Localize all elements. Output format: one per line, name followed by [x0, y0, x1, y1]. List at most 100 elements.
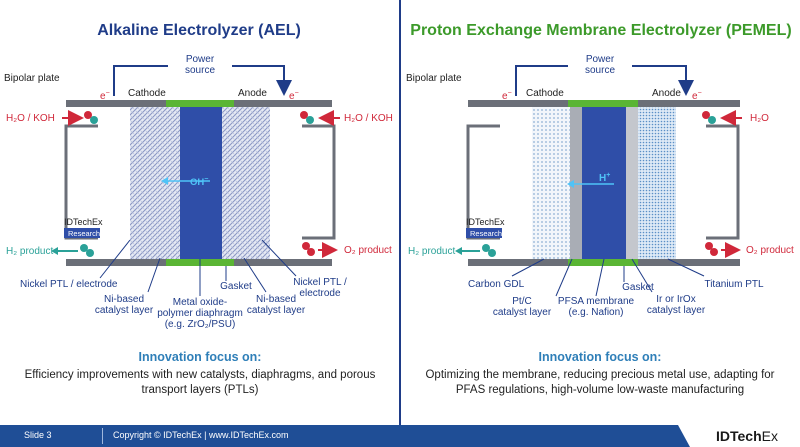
panel-divider — [399, 0, 401, 425]
pemel-ptc-label-2: catalyst layer — [493, 307, 552, 318]
pemel-o2-product-label: O₂ product — [746, 245, 794, 256]
ael-diaphragm-label-1: Metal oxide- — [173, 297, 227, 308]
footer: Slide 3 Copyright © IDTechEx | www.IDTec… — [0, 425, 800, 447]
pemel-electron-left: e− — [502, 90, 512, 102]
ael-nickel-ptl-left-label: Nickel PTL / electrode — [20, 279, 118, 290]
pemel-leader-ptc — [555, 258, 573, 297]
pemel-anode-label: Anode — [652, 88, 681, 99]
ael-power-wire-right — [232, 65, 292, 96]
slide-number: Slide 3 — [24, 430, 52, 440]
pemel-leader-gdl — [511, 258, 545, 277]
ael-cathode-label: Cathode — [128, 88, 166, 99]
pemel-title: Proton Exchange Membrane Electrolyzer (P… — [410, 22, 792, 39]
diagram-canvas: Power source e− e− Bipolar plate Cathode… — [4, 54, 794, 330]
pemel-inlet-label: H₂O — [750, 113, 769, 124]
pemel-idtechex-logo: IDTechEx — [466, 217, 505, 227]
ael-electron-left: e− — [100, 90, 110, 102]
ael-bipolar-plate-label: Bipolar plate — [4, 73, 60, 84]
pemel-titanium-ptl — [638, 107, 676, 259]
pemel-gasket-label: Gasket — [622, 282, 654, 293]
ael-catalyst-right-label-1: Ni-based — [256, 294, 296, 305]
pemel-leader-irox — [631, 258, 653, 293]
ael-focus-heading: Innovation focus on: — [138, 350, 262, 364]
pemel-power-source-label-1: Power — [586, 54, 615, 65]
ael-leader-nickel-left — [99, 239, 131, 279]
ael-o2-molecule — [307, 248, 315, 256]
ael-idtechex-logo: IDTechEx — [64, 217, 103, 227]
pemel-ptc-label-1: Pt/C — [512, 296, 531, 307]
ael-h2-molecule — [86, 249, 94, 257]
pemel-diagram: Power source e− e− Bipolar plate Cathode… — [406, 54, 794, 318]
pemel-molecule-o — [702, 111, 710, 119]
ael-anode-label: Anode — [238, 88, 267, 99]
ael-ion-arrowhead — [161, 177, 168, 185]
pemel-ion-arrowhead — [567, 180, 574, 188]
ael-o2-product-label: O₂ product — [344, 245, 392, 256]
pemel-h2-molecule — [488, 249, 496, 257]
pemel-leader-membrane — [595, 258, 605, 297]
pemel-irox-label-2: catalyst layer — [647, 305, 706, 316]
ael-molecule-h — [306, 116, 314, 124]
ael-nickel-ptl-cathode — [130, 107, 180, 259]
ael-inlet-left-label: H₂O / KOH — [6, 113, 55, 124]
pemel-focus-heading: Innovation focus on: — [538, 350, 662, 364]
ael-leader-nickel-right — [261, 239, 297, 277]
ael-diaphragm — [180, 107, 222, 259]
ael-molecule-h — [90, 116, 98, 124]
ael-gasket-label: Gasket — [220, 281, 252, 292]
pemel-h2-molecule — [482, 244, 490, 252]
pemel-ptc-catalyst — [570, 107, 582, 259]
ael-diagram: Power source e− e− Bipolar plate Cathode… — [4, 54, 393, 330]
ael-ion-label: OH− — [190, 176, 208, 188]
ael-diaphragm-label-2: polymer diaphragm — [157, 308, 243, 319]
pemel-molecule-h — [708, 116, 716, 124]
pemel-membrane-label-2: (e.g. Nafion) — [568, 307, 623, 318]
ael-h2-arrowhead — [51, 247, 58, 255]
ael-bracket-right — [302, 124, 336, 240]
ael-leader-catalyst-right — [243, 257, 267, 293]
ael-o2-molecule — [302, 242, 310, 250]
ael-nickel-ptl-right-label-2: electrode — [299, 288, 341, 299]
pemel-power-source-label-2: source — [585, 65, 615, 76]
ael-catalyst-left-label-2: catalyst layer — [95, 305, 154, 316]
ael-molecule-o — [300, 111, 308, 119]
pemel-research-badge — [466, 228, 502, 238]
pemel-electron-right: e− — [692, 90, 702, 102]
pemel-leader-titanium — [667, 258, 705, 277]
pemel-membrane-label-1: PFSA membrane — [558, 296, 635, 307]
ael-nickel-ptl-right-label-1: Nickel PTL / — [293, 277, 347, 288]
footer-separator — [102, 428, 103, 444]
ael-leader-catalyst-left — [147, 257, 161, 293]
ael-power-source-label-2: source — [185, 65, 215, 76]
pemel-membrane — [582, 107, 626, 259]
pemel-focus-body: Optimizing the membrane, reducing precio… — [425, 369, 775, 396]
ael-focus-body: Efficiency improvements with new catalys… — [24, 369, 376, 396]
pemel-cathode-label: Cathode — [526, 88, 564, 99]
ael-power-source-label-1: Power — [186, 54, 215, 65]
pemel-carbon-gdl-label: Carbon GDL — [468, 279, 525, 290]
ael-h2-molecule — [80, 244, 88, 252]
pemel-bracket-right — [706, 124, 740, 240]
pemel-power-wire-left — [515, 65, 568, 96]
pemel-h2-product-label: H₂ product — [408, 246, 455, 257]
pemel-power-wire-right — [632, 65, 694, 96]
pemel-research-badge-text: Research — [470, 229, 502, 238]
ael-power-wire-left — [113, 65, 168, 96]
pemel-gasket-top — [568, 100, 638, 107]
pemel-o2-molecule — [705, 242, 713, 250]
ael-research-badge — [64, 228, 100, 238]
ael-title: Alkaline Electrolyzer (AEL) — [97, 22, 301, 39]
pemel-irox-label-1: Ir or IrOx — [656, 294, 695, 305]
pemel-h2-arrowhead — [455, 247, 462, 255]
ael-catalyst-left-label-1: Ni-based — [104, 294, 144, 305]
pemel-ion-label: H+ — [599, 172, 610, 184]
ael-catalyst-right-label-2: catalyst layer — [247, 305, 306, 316]
pemel-bipolar-plate-label: Bipolar plate — [406, 73, 462, 84]
ael-electron-right: e− — [289, 90, 299, 102]
pemel-o2-molecule — [710, 248, 718, 256]
pemel-irox-catalyst — [626, 107, 638, 259]
copyright-link[interactable]: Copyright © IDTechEx | www.IDTechEx.com — [113, 430, 289, 440]
ael-molecule-o — [84, 111, 92, 119]
ael-diaphragm-label-3: (e.g. ZrO₂/PSU) — [165, 319, 236, 330]
ael-inlet-right-label: H₂O / KOH — [344, 113, 393, 124]
